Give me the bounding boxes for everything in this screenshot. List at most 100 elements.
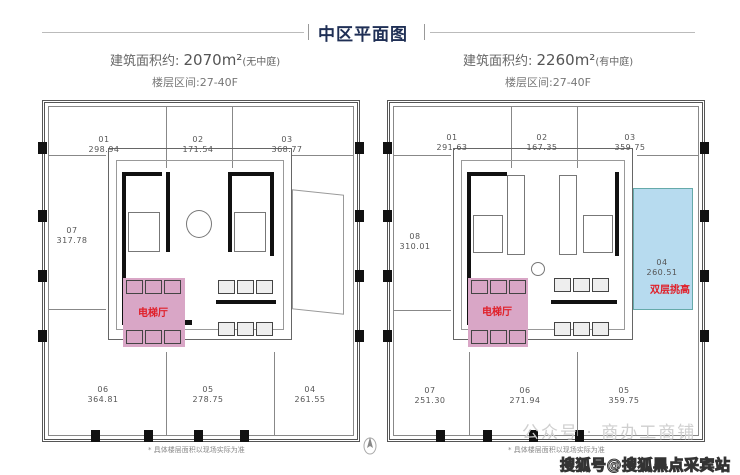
core-wall bbox=[122, 172, 162, 176]
partition bbox=[393, 155, 451, 156]
core-outer bbox=[108, 148, 292, 340]
core-wall bbox=[122, 172, 126, 324]
unit-area: 364.81 bbox=[87, 395, 119, 404]
elevator-hall bbox=[468, 278, 528, 347]
column bbox=[38, 330, 47, 342]
unit-area: 167.35 bbox=[526, 143, 558, 152]
elevator bbox=[218, 322, 235, 336]
partition bbox=[166, 352, 167, 436]
elevator bbox=[256, 322, 273, 336]
column bbox=[436, 430, 445, 442]
partition bbox=[166, 106, 167, 168]
core-outer bbox=[453, 148, 633, 340]
unit-area: 291.63 bbox=[436, 143, 468, 152]
stair bbox=[128, 212, 160, 252]
shaft-right bbox=[292, 189, 344, 315]
core-wall bbox=[166, 172, 170, 252]
column bbox=[383, 270, 392, 282]
elevator bbox=[145, 280, 162, 294]
partition bbox=[48, 309, 106, 310]
area-note: (有中庭) bbox=[595, 57, 634, 68]
area-right: 建筑面积约: 2260m²(有中庭) bbox=[463, 50, 633, 69]
column bbox=[383, 210, 392, 222]
partition bbox=[292, 155, 354, 156]
elevator bbox=[509, 280, 526, 294]
column bbox=[529, 430, 538, 442]
unit-area: 317.78 bbox=[56, 236, 88, 245]
unit-id: 02 bbox=[192, 135, 204, 144]
core-wall bbox=[467, 172, 471, 324]
column bbox=[700, 142, 709, 154]
elevator bbox=[126, 330, 143, 344]
elevator bbox=[164, 280, 181, 294]
area-note-left: * 具体楼层面积以现场实际为准 bbox=[148, 446, 245, 454]
restroom bbox=[531, 262, 545, 276]
partition bbox=[393, 310, 451, 311]
double-height-unit-04[interactable] bbox=[633, 188, 693, 310]
area-note-right: * 具体楼层面积以现场实际为准 bbox=[508, 446, 605, 454]
wechat-watermark: 公众号 · 商办工商铺 bbox=[522, 423, 697, 443]
column bbox=[355, 210, 364, 222]
unit-area: 368.77 bbox=[271, 145, 303, 154]
unit-id: 04 bbox=[304, 385, 316, 394]
column bbox=[355, 270, 364, 282]
unit-id: 04 bbox=[656, 258, 668, 267]
elevator bbox=[592, 322, 609, 336]
floors-left: 楼层区间:27-40F bbox=[152, 76, 238, 89]
core-wall bbox=[551, 300, 617, 304]
title-rule-left bbox=[42, 32, 304, 33]
elevator bbox=[509, 330, 526, 344]
column bbox=[383, 330, 392, 342]
elevator bbox=[490, 330, 507, 344]
area-label: 建筑面积约: bbox=[110, 54, 184, 69]
column bbox=[355, 330, 364, 342]
compass-icon bbox=[363, 437, 377, 455]
elevator bbox=[471, 280, 488, 294]
column bbox=[700, 270, 709, 282]
title-rule-right bbox=[430, 32, 695, 33]
core-inner bbox=[461, 160, 625, 330]
core-wall bbox=[467, 172, 507, 176]
stair bbox=[583, 215, 613, 253]
elevator bbox=[218, 280, 235, 294]
unit-id: 07 bbox=[424, 386, 436, 395]
unit-id: 01 bbox=[446, 133, 458, 142]
core-wall bbox=[615, 172, 619, 256]
unit-area: 260.51 bbox=[646, 268, 678, 277]
unit-area: 359.75 bbox=[608, 396, 640, 405]
unit-area: 251.30 bbox=[414, 396, 446, 405]
partition bbox=[577, 352, 578, 436]
sohu-watermark: 搜狐号@搜狐黑点采宾站 bbox=[560, 456, 731, 474]
unit-area: 359.75 bbox=[614, 143, 646, 152]
column bbox=[355, 142, 364, 154]
plan-inner-line bbox=[393, 106, 699, 436]
elevator bbox=[237, 322, 254, 336]
column bbox=[383, 142, 392, 154]
shaft bbox=[507, 175, 525, 255]
partition bbox=[469, 352, 470, 436]
unit-id: 07 bbox=[66, 226, 78, 235]
column bbox=[91, 430, 100, 442]
elevator-hall-label: 电梯厅 bbox=[482, 307, 512, 318]
unit-area: 298.94 bbox=[88, 145, 120, 154]
partition bbox=[48, 155, 106, 156]
column bbox=[700, 330, 709, 342]
unit-area: 271.94 bbox=[509, 396, 541, 405]
